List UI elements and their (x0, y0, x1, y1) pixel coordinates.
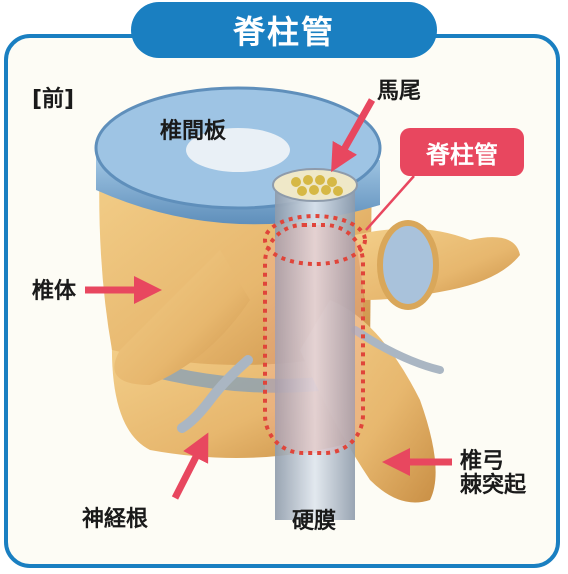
spinal-canal-highlight (265, 216, 365, 453)
arch-text: 椎弓 (460, 450, 550, 474)
front-label: [前] (32, 88, 74, 112)
cauda-equina-label: 馬尾 (377, 80, 421, 104)
arch-label: 椎弓 棘突起 (460, 450, 550, 498)
spinal-canal-badge: 脊柱管 (400, 128, 524, 176)
diagram-title: 脊柱管 (131, 2, 437, 58)
spinous-process-text: 棘突起 (460, 474, 550, 498)
disc-label: 椎間板 (160, 120, 226, 144)
dura-label: 硬膜 (292, 510, 336, 534)
nerve-root-label: 神経根 (82, 508, 148, 532)
vertebral-body-label: 椎体 (32, 280, 76, 304)
